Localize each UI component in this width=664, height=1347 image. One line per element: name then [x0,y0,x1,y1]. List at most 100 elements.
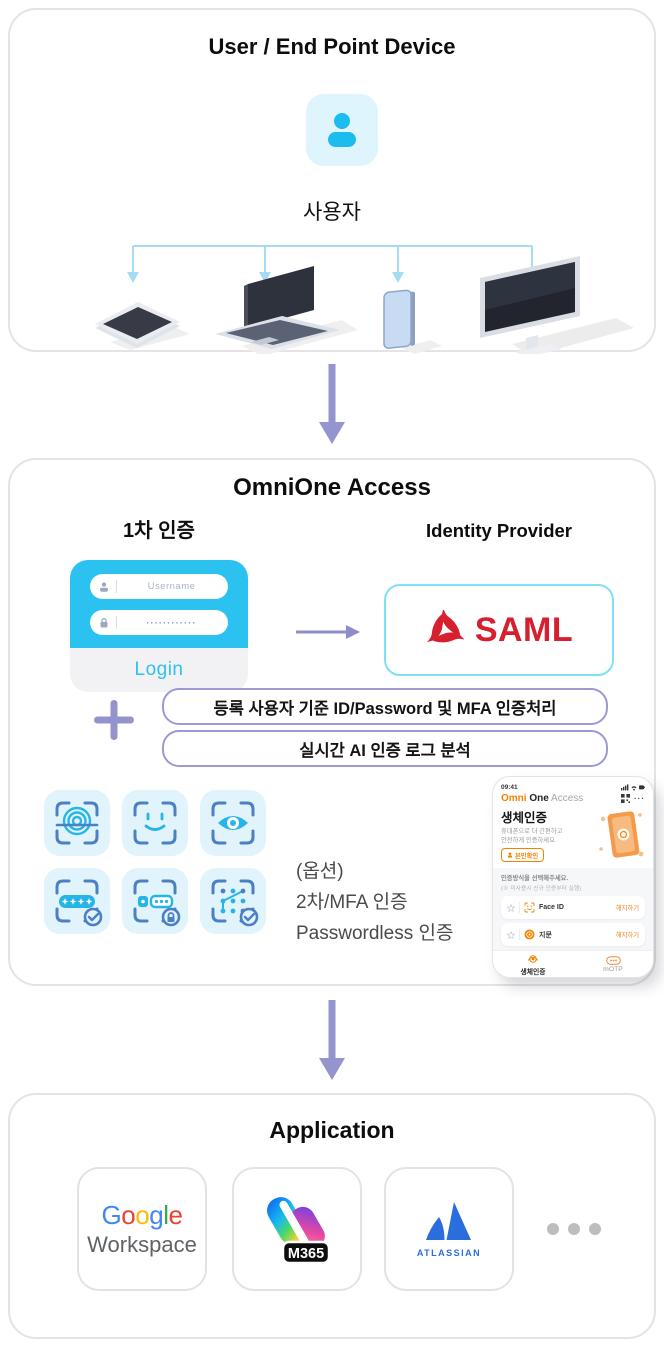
dot [547,1223,559,1235]
saml-wordmark: SAML [474,610,574,649]
user-icon [306,94,378,166]
application-title: Application [269,1117,395,1143]
flow-arrow-down-2 [319,1000,345,1080]
username-person-icon [100,581,108,592]
option-note-line1: (옵션) [296,861,344,882]
confirm-chip-button[interactable]: 본인확인 [501,848,545,862]
atlassian-logo-icon [426,1202,471,1240]
method-row-fingerprint: 지문 해지하기 [501,923,645,946]
menu-dots-icon[interactable]: ··· [634,794,645,803]
login-form-mockup: Username ············ Login [70,560,248,692]
iris-icon [200,790,266,856]
app-tile-m365[interactable]: M365 [232,1167,362,1291]
app-tile-atlassian[interactable]: ATLASSIAN [384,1167,514,1291]
option-note: (옵션) 2차/MFA 인증 Passwordless 인증 [296,856,491,949]
google-letter: G [101,1200,122,1230]
password-field[interactable]: ············ [90,610,228,635]
qr-code-icon[interactable] [621,794,630,803]
omnione-title: OmniOne Access [233,474,431,501]
method-label: 지문 [539,931,552,939]
fingerprint-tab-icon [527,954,539,963]
app-logo-access: Access [551,793,584,804]
pattern-lock-icon [200,868,266,934]
dot [568,1223,580,1235]
app-logo-one: One [529,793,549,804]
saml-provider-box: SAML [384,584,614,676]
google-logo: Google [102,1200,183,1231]
method-row-faceid: Face ID 해지하기 [501,896,645,919]
tab-motp[interactable]: mOTP [573,951,653,977]
app-screen-title: 생체인증 [501,811,548,825]
method-row-pattern: 패턴 등록하기 [501,977,645,978]
devices-diagram [95,245,634,354]
pin-code-icon [44,868,110,934]
favorite-star-icon[interactable] [507,930,515,939]
app-desc-line2: 안전하게 인증하세요. [501,836,557,844]
face-id-icon [122,790,188,856]
app-desc-line1: 휴대폰으로 더 간편하고 [501,828,563,835]
primary-auth-heading: 1차 인증 [123,520,195,542]
otp-tab-icon [605,955,621,965]
user-endpoint-title: User / End Point Device [208,34,456,59]
app-tile-google-workspace[interactable]: Google Workspace [77,1167,207,1291]
chip-person-icon [507,852,513,858]
favorite-star-icon[interactable] [507,903,515,912]
monitor-icon [480,256,634,354]
password-dots: ············ [146,617,197,628]
more-apps-ellipsis-icon [547,1223,601,1235]
smartphone-icon [383,289,442,354]
google-letter: l [163,1200,169,1230]
application-card: Application Google Workspace [8,1093,656,1339]
biometric-door-illustration [599,811,644,858]
confirm-chip-label: 본인확인 [515,852,539,860]
feature-note-2: 실시간 AI 인증 로그 분석 [162,730,608,767]
status-icons [621,784,645,791]
method-label: Face ID [539,904,564,911]
password-lock-icon [100,617,108,627]
app-logo-omni: Omni [501,793,527,804]
login-form-fields: Username ············ [70,560,248,648]
select-hint: 인증방식을 선택해주세요. [501,875,569,882]
app-logo: Omni One Access [501,793,583,804]
method-action-link[interactable]: 해지하기 [615,932,639,939]
dot [589,1223,601,1235]
tab-label: mOTP [603,965,623,973]
fingerprint-icon [44,790,110,856]
field-divider [116,616,117,629]
saml-logo-icon [426,610,465,643]
person-icon [328,113,356,147]
username-placeholder: Username [147,581,196,592]
option-note-line2: 2차/MFA 인증 [296,892,408,913]
m365-badge-label: M365 [288,1246,324,1262]
atlassian-wordmark: ATLASSIAN [416,1248,482,1258]
username-field[interactable]: Username [90,574,228,599]
login-to-saml-arrow [296,625,360,639]
phone-status-bar: 09:41 [501,783,645,791]
login-button-label: Login [134,659,184,680]
tab-label: 생체인증 [520,968,546,976]
tab-biometric[interactable]: 생체인증 [493,951,573,977]
google-letter: o [121,1200,136,1230]
select-subhint: (※ 미사용시 신규 인증부터 실행) [501,886,582,892]
tablet-icon [95,302,190,350]
method-action-link[interactable]: 해지하기 [615,905,639,912]
omnione-access-card: OmniOne Access 1차 인증 Identity Provider U… [8,458,656,986]
connector-arrowheads [127,272,538,283]
user-label: 사용자 [303,201,361,224]
google-letter: g [149,1200,164,1230]
flow-arrow-down-1 [319,364,345,444]
google-letter: o [135,1200,150,1230]
branch-connector [132,245,533,272]
phone-app-mockup: 09:41 Omni One Access [492,776,654,978]
phone-tab-bar: 생체인증 mOTP [493,950,653,977]
phone-app-header: Omni One Access ··· [501,793,645,804]
face-id-method-icon [524,902,535,913]
google-letter: e [168,1200,183,1230]
identity-provider-heading: Identity Provider [426,520,572,541]
biometric-icon-grid [44,790,266,934]
login-button[interactable]: Login [70,648,248,692]
plus-icon [94,700,134,740]
status-time: 09:41 [501,783,518,791]
phone-hero: 생체인증 휴대폰으로 더 간편하고 안전하게 인증하세요. 본인확인 [501,807,645,863]
